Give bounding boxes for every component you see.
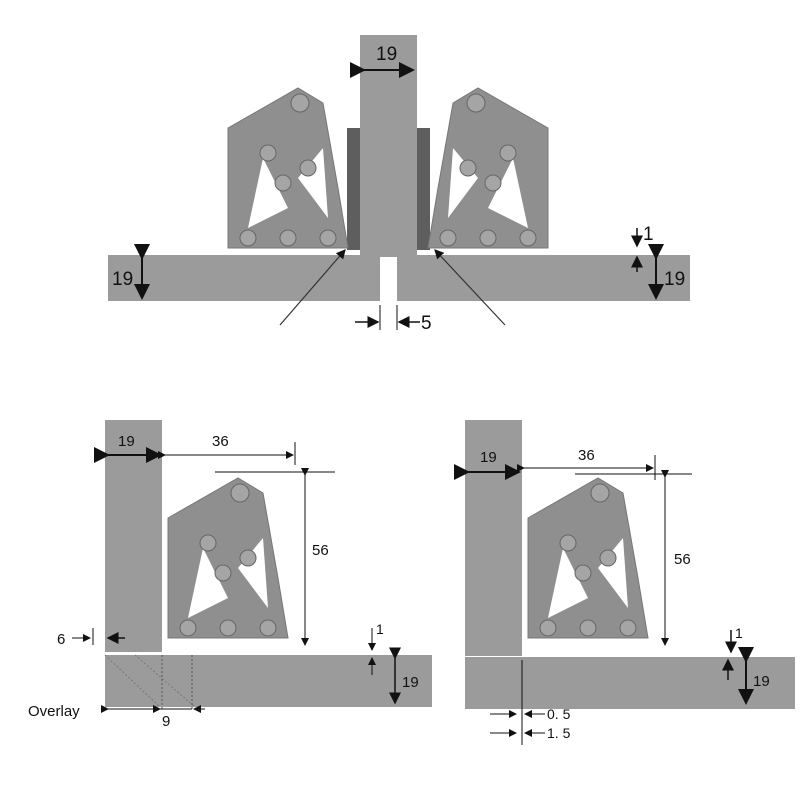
width-label: 36 [578,447,595,464]
left-panel-thickness-label: 19 [112,269,133,290]
height-label: 56 [312,542,329,559]
inset-view: 19 36 56 1 19 0. 5 1. 5 [454,420,795,745]
gap-label: 5 [421,313,432,334]
width-label: 36 [212,433,229,450]
left-seal-strip [347,128,360,250]
step-label: 1 [376,621,384,637]
top-view: 19 19 19 1 5 [108,35,690,334]
step-label: 1 [643,224,654,245]
door-thickness-label: 19 [118,433,135,450]
overlay-view: 19 36 56 6 1 19 Overlay 9 [28,420,432,730]
height-label: 56 [674,551,691,568]
panel-thickness-label: 19 [402,674,419,691]
cabinet-panel [105,655,432,707]
gap-large-label: 1. 5 [547,725,571,741]
overlay-label: Overlay [28,703,80,720]
door-panel [465,420,522,656]
door-thickness-label: 19 [480,449,497,466]
hinge [167,477,289,639]
right-panel-thickness-label: 19 [664,269,685,290]
step-label: 1 [735,625,743,641]
panel-thickness-label: 19 [753,673,770,690]
gap-small-label: 0. 5 [547,706,571,722]
offset-label: 6 [57,631,65,648]
door-thickness-label: 19 [376,44,397,65]
overlay-value-label: 9 [162,713,170,730]
left-panel [108,255,380,301]
door-panel [360,35,417,257]
right-seal-strip [417,128,430,250]
right-hinge [427,87,549,249]
right-panel [397,255,690,301]
hinge [527,477,649,639]
left-hinge [227,87,349,249]
